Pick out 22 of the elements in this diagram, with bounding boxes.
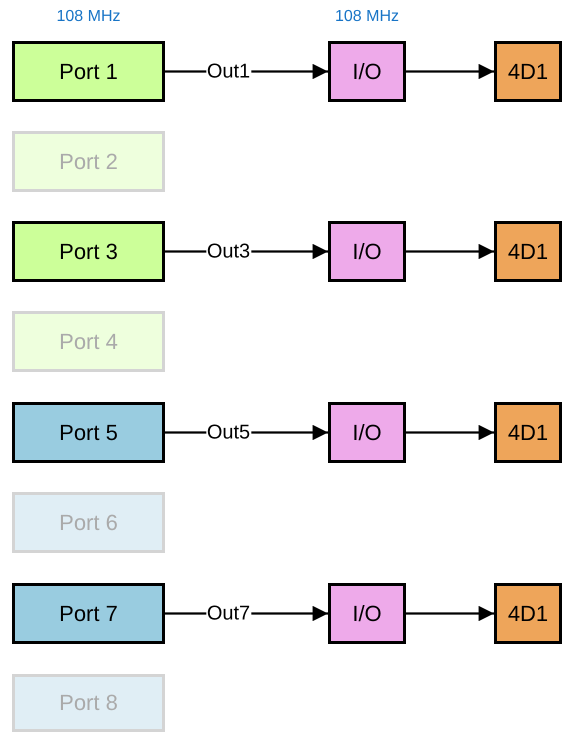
io-box: I/O (328, 221, 406, 282)
arrow (406, 606, 494, 622)
port-box: Port 6 (12, 492, 165, 553)
port-box: Port 7 (12, 583, 165, 644)
port-box: Port 1 (12, 41, 165, 102)
arrow (406, 424, 494, 440)
port-box: Port 3 (12, 221, 165, 282)
io-box: I/O (328, 41, 406, 102)
destination-box: 4D1 (494, 221, 562, 282)
io-box: I/O (328, 583, 406, 644)
frequency-label: 108 MHz (334, 8, 400, 26)
port-box: Port 4 (12, 311, 165, 372)
arrow (406, 244, 494, 260)
frequency-label: 108 MHz (56, 8, 121, 26)
arrow (406, 64, 494, 80)
destination-box: 4D1 (494, 41, 562, 102)
port-box: Port 8 (12, 674, 165, 732)
destination-box: 4D1 (494, 402, 562, 463)
port-box: Port 5 (12, 402, 165, 463)
port-box: Port 2 (12, 131, 165, 192)
destination-box: 4D1 (494, 583, 562, 644)
io-box: I/O (328, 402, 406, 463)
